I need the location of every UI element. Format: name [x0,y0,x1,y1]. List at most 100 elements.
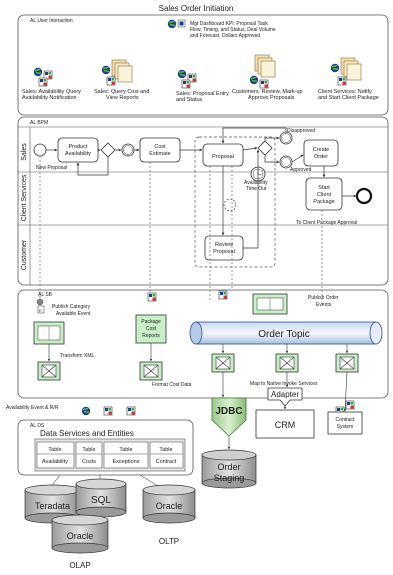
contract-line-2: System [337,424,354,430]
task-create-order-line-1: Create [313,147,330,153]
task-cost-estimate-line-1: Cost [154,144,166,150]
dashboard-line-2: Flow, Timing, and Status, Deal Volume [190,27,276,33]
dashboard-note: Mgt Dashboard KPI: Proposal Task Flow, T… [167,19,276,39]
app-customer-review: Customers: Review, Mark-up Approve Propo… [232,54,303,101]
table-3-head: Table [119,447,132,453]
label-oltp: OLTP [159,537,179,546]
label-new-proposal: New Proposal [36,165,67,171]
app-5-line-2: and Start Client Package [318,95,379,101]
ds-title: Data Services and Entities [40,429,134,438]
layer-label-ui: AL User Interaction [30,18,73,24]
order-staging-db: Order Staging [201,449,257,489]
task-proposal-label: Proposal [212,154,234,160]
task-product-availability-line-2: Availability [65,151,91,157]
user-interaction-layer: AL User Interaction Mgt Dashboard KPI: P… [17,14,389,116]
app-5-line-1: Client Services: Notify [318,89,372,95]
label-timeout-2: Time Out [246,186,267,192]
app-availability-query: Sales: Availability Query Availability N… [22,67,81,101]
dashboard-line-1: Mgt Dashboard KPI: Proposal Task [190,21,268,27]
sql-label: SQL [91,495,111,506]
lane-sales: Sales [21,143,28,161]
adapter-connector: Adapter [267,387,303,407]
layer-label-ds: AL DS [30,423,45,429]
app-3-line-1: Sales: Proposal Entry [176,91,229,97]
label-map-native: Map to Native Invoke Services [250,381,318,387]
contract-line-1: Contract [336,417,356,423]
jdbc-label: JDBC [215,406,242,417]
dashboard-line-3: and Forecast, Dollars Approved [190,33,260,39]
label-olap: OLAP [69,561,90,570]
task-start-client-package-line-1: Start [318,185,330,191]
app-3-line-2: and Status [176,97,203,103]
package-cost-line-1: Package [141,319,161,325]
lane-client-services: Client Services [21,174,28,221]
table-4-name: Contract [156,459,177,465]
service-bus-layer: AL SB E Publish Category Available Event… [17,289,389,399]
contract-system [327,411,363,435]
task-create-order [303,139,339,167]
package-cost-line-3: Reports [142,333,160,339]
table-2-head: Table [82,447,95,453]
crm-label: CRM [275,420,296,430]
app-client-services: Client Services: Notify and Start Client… [318,57,379,101]
task-start-client-package-line-2: Client [317,192,332,198]
table-1-head: Table [48,447,61,453]
label-availability-event: Availability Event & R/R [6,405,59,411]
task-start-client-package-line-3: Package [313,199,334,205]
svg-text:E: E [39,308,42,313]
table-1-name: Availability [42,459,68,465]
app-query-cost: Sales: Query Cost and View Reports [94,59,149,101]
oracle-oltp-label: Oracle [156,501,183,511]
layer-label-sb: AL SB [38,292,53,298]
oracle-olap-label: Oracle [67,531,94,541]
adapter-label: Adapter [271,390,299,399]
table-costs: Table Costs [75,441,103,469]
app-4-line-2: Approve Proposals [248,95,295,101]
diagram-title: Sales Order Initiation [159,4,234,13]
layer-label-bpm: AL BPM [30,120,48,126]
app-4-line-1: Customers: Review, Mark-up [232,89,303,95]
label-publish-order-1: Publish Order [308,295,339,301]
label-approved: Approved [290,167,312,173]
task-review-proposal-line-2: Proposal [213,249,235,255]
task-start-client-package [305,177,343,211]
app-1-line-2: Availability Notification [22,95,77,101]
table-availability: Table Availability [36,441,75,469]
lane-customer: Customer [21,239,28,270]
label-publish-category-1: Publish Category [52,304,91,310]
order-topic-label: Order Topic [258,329,310,340]
order-staging-line-1: Order [217,462,240,472]
app-2-line-1: Sales: Query Cost and [94,89,149,95]
table-4-head: Table [159,447,172,453]
label-format-cost: Format Cost Data [152,382,192,388]
task-cost-estimate [139,137,181,163]
label-publish-category-2: Available Event [56,311,91,317]
app-proposal-entry: Sales: Proposal Entry and Status [176,69,229,103]
label-publish-order-2: Events [316,302,332,308]
label-transform-xml: Transform XML [60,353,94,359]
app-2-line-2: View Reports [106,95,139,101]
oracle-db-oltp: Oracle [142,484,196,524]
task-review-proposal-line-1: Review [215,242,233,248]
app-1-line-1: Sales: Availability Query [22,89,81,95]
table-2-name: Costs [82,459,96,465]
task-review-proposal [204,235,244,261]
table-3-name: Exceptions [113,459,140,465]
task-cost-estimate-line-2: Estimate [149,151,170,157]
bpm-layer: AL BPM Sales Client Services Customer Ne… [17,116,389,305]
label-client-package-approval: To Client Package Approval [296,220,357,226]
package-cost-line-2: Cost [146,326,157,332]
oracle-db-olap: Oracle [51,514,109,554]
table-exceptions: Table Exceptions [103,441,149,469]
label-disapproved: Disapproved [287,128,315,134]
task-product-availability-line-1: Product [69,144,88,150]
table-contract: Table Contract [149,441,184,469]
sql-db: SQL [75,478,127,518]
task-product-availability [57,137,99,163]
label-timeout-1: Availability [244,180,268,186]
order-topic: Order Topic [189,321,383,345]
order-staging-line-2: Staging [214,473,245,483]
jdbc-connector: JDBC [211,397,247,437]
crm-system [255,409,315,439]
